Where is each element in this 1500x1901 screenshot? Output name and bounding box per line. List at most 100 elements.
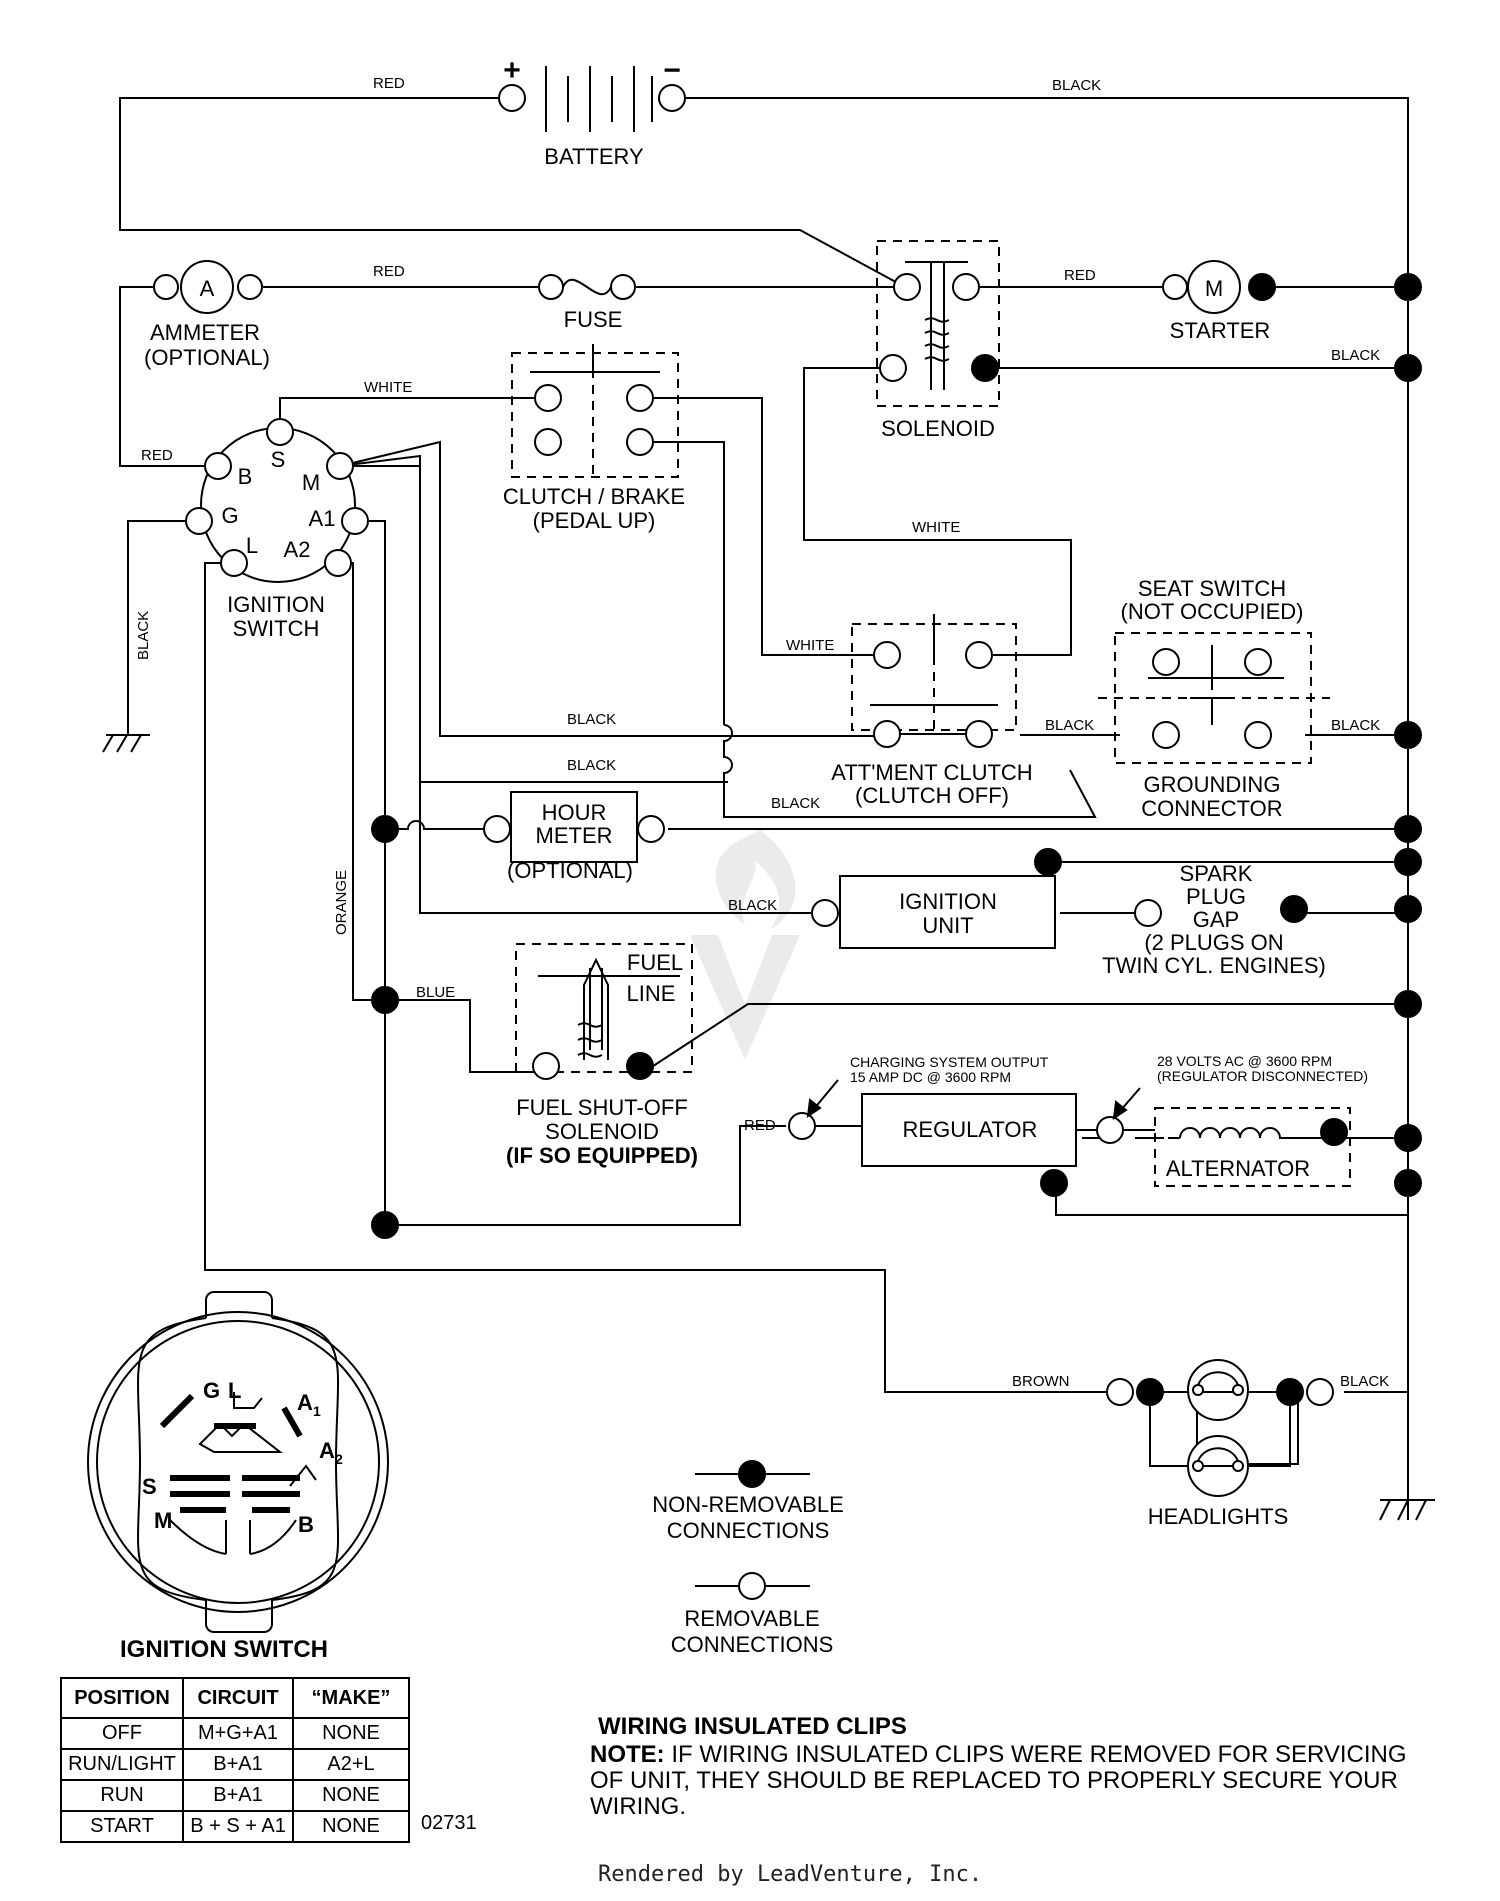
alternator-note: 28 VOLTS AC @ 3600 RPM <box>1157 1053 1332 1069</box>
table-cell: NONE <box>292 1779 410 1812</box>
face-l: L <box>228 1378 241 1403</box>
face-b: B <box>298 1512 314 1537</box>
legend-non-removable-2: CONNECTIONS <box>667 1518 830 1543</box>
table-cell: START <box>60 1810 184 1843</box>
wire-label-black: BLACK <box>1331 717 1380 734</box>
fuse-label: FUSE <box>564 307 623 332</box>
ignition-switch-label: IGNITION <box>227 592 325 617</box>
face-a2-sub: 2 <box>335 1451 343 1467</box>
wire-label-black: BLACK <box>567 757 616 774</box>
table-row: START B + S + A1 NONE <box>60 1810 410 1843</box>
table-cell: M+G+A1 <box>182 1717 294 1750</box>
wire-label-black: BLACK <box>771 795 820 812</box>
wire-label-red: RED <box>373 263 405 280</box>
ammeter-symbol: A <box>200 276 215 301</box>
note-prefix: NOTE: <box>590 1741 665 1768</box>
table-cell: NONE <box>292 1810 410 1843</box>
legend-removable: REMOVABLE <box>684 1606 819 1631</box>
seat-switch-label: SEAT SWITCH <box>1138 576 1286 601</box>
clutch-brake-label: CLUTCH / BRAKE <box>503 484 685 509</box>
solenoid-label: SOLENOID <box>881 416 995 441</box>
alternator: ALTERNATOR 28 VOLTS AC @ 3600 RPM (REGUL… <box>1076 1053 1368 1187</box>
wire-label-black-vertical: BLACK <box>135 611 152 660</box>
table-cell: B+A1 <box>182 1748 294 1781</box>
ground-symbol-left <box>102 734 150 753</box>
headlights: HEADLIGHTS <box>1106 1359 1334 1529</box>
wire-label-white: WHITE <box>364 379 412 396</box>
ammeter: A AMMETER (OPTIONAL) <box>144 260 270 370</box>
ammeter-optional: (OPTIONAL) <box>144 345 270 370</box>
battery-minus: − <box>663 54 681 87</box>
wire-label-black: BLACK <box>1045 717 1094 734</box>
grounding-connector-label-2: CONNECTOR <box>1141 796 1282 821</box>
fuel-solenoid-note: (IF SO EQUIPPED) <box>506 1143 698 1168</box>
note-heading: WIRING INSULATED CLIPS <box>598 1713 907 1740</box>
terminal-m: M <box>302 470 320 495</box>
legend: NON-REMOVABLE CONNECTIONS REMOVABLE CONN… <box>652 1460 844 1657</box>
starter: M STARTER <box>1162 260 1276 343</box>
wire-label-red: RED <box>141 447 173 464</box>
hour-meter-label: HOUR <box>542 800 607 825</box>
table-header-row: POSITION CIRCUIT “MAKE” <box>60 1677 410 1719</box>
wiring-note: WIRING INSULATED CLIPS NOTE: IF WIRING I… <box>590 1714 1410 1820</box>
hour-meter-label-2: METER <box>536 823 613 848</box>
table-header: POSITION <box>60 1677 184 1719</box>
clutch-brake-switch: CLUTCH / BRAKE (PEDAL UP) <box>503 344 685 533</box>
face-a1: A <box>297 1390 313 1415</box>
wire-label-black: BLACK <box>1052 77 1101 94</box>
wire-label-red: RED <box>744 1117 776 1134</box>
face-g: G <box>203 1378 220 1403</box>
spark-plug-note-2: TWIN CYL. ENGINES) <box>1102 953 1326 978</box>
headlights-label: HEADLIGHTS <box>1148 1504 1289 1529</box>
ignition-unit-label: IGNITION <box>899 889 997 914</box>
fuel-solenoid-label-2: SOLENOID <box>545 1119 659 1144</box>
ignition-unit: IGNITION UNIT SPARK PLUG GAP (2 PLUGS ON… <box>811 861 1326 978</box>
grounding-connector-label: GROUNDING <box>1144 772 1281 797</box>
face-a2: A <box>319 1438 335 1463</box>
table-row: RUN/LIGHT B+A1 A2+L <box>60 1748 410 1781</box>
ignition-unit-label-2: UNIT <box>922 913 973 938</box>
attment-clutch-label: ATT'MENT CLUTCH <box>831 760 1032 785</box>
ignition-switch-label-2: SWITCH <box>233 616 320 641</box>
wire-label-black: BLACK <box>567 711 616 728</box>
seat-switch-sub: (NOT OCCUPIED) <box>1121 599 1304 624</box>
fuel-solenoid: FUEL LINE FUEL SHUT-OFF SOLENOID (IF SO … <box>506 943 698 1168</box>
table-header: CIRCUIT <box>182 1677 294 1719</box>
clutch-brake-sub: (PEDAL UP) <box>533 508 656 533</box>
battery-symbol: + − BATTERY <box>498 54 686 169</box>
wire-label-white: WHITE <box>786 637 834 654</box>
terminal-b: B <box>238 464 253 489</box>
wires <box>119 97 1409 1587</box>
bus-connections <box>371 273 1422 1239</box>
ignition-table-title: IGNITION SWITCH <box>120 1636 328 1663</box>
hour-meter-optional: (OPTIONAL) <box>507 858 633 883</box>
wire-label-orange-vertical: ORANGE <box>333 870 350 935</box>
wire-label-brown: BROWN <box>1012 1373 1070 1390</box>
face-m: M <box>154 1508 172 1533</box>
wire-label-red: RED <box>1064 267 1096 284</box>
terminal-l: L <box>246 533 258 558</box>
terminal-s: S <box>271 447 286 472</box>
fuel-line-label-2: LINE <box>627 981 676 1006</box>
legend-removable-2: CONNECTIONS <box>671 1632 834 1657</box>
wire-label-white: WHITE <box>912 519 960 536</box>
table-header: “MAKE” <box>292 1677 410 1719</box>
battery-label: BATTERY <box>544 144 644 169</box>
leadventure-watermark <box>690 830 800 1060</box>
alternator-note-2: (REGULATOR DISCONNECTED) <box>1157 1068 1368 1084</box>
solenoid: SOLENOID <box>876 240 1000 441</box>
alternator-label: ALTERNATOR <box>1166 1156 1310 1181</box>
terminal-a2: A2 <box>284 537 311 562</box>
regulator: REGULATOR CHARGING SYSTEM OUTPUT 15 AMP … <box>788 1054 1077 1197</box>
starter-symbol: M <box>1205 276 1223 301</box>
spark-plug-label-2: PLUG <box>1186 884 1246 909</box>
starter-label: STARTER <box>1170 318 1271 343</box>
battery-plus: + <box>503 54 521 87</box>
table-cell: RUN <box>60 1779 184 1812</box>
table-cell: B+A1 <box>182 1779 294 1812</box>
ignition-switch-face: G L A 1 A 2 S M B <box>87 1291 389 1633</box>
face-s: S <box>142 1474 157 1499</box>
note-text: IF WIRING INSULATED CLIPS WERE REMOVED F… <box>590 1741 1407 1820</box>
hour-meter: HOUR METER (OPTIONAL) <box>483 791 665 883</box>
